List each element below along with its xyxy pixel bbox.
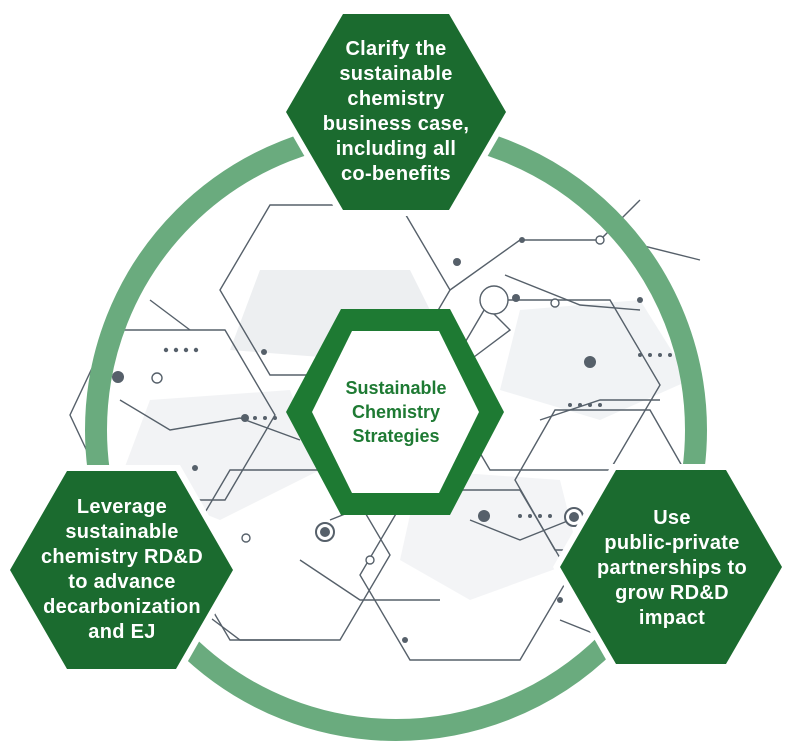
left-hexagon <box>10 471 233 669</box>
center-hexagon-fill <box>312 331 479 493</box>
top-hexagon <box>286 14 506 210</box>
right-hexagon <box>560 470 782 664</box>
